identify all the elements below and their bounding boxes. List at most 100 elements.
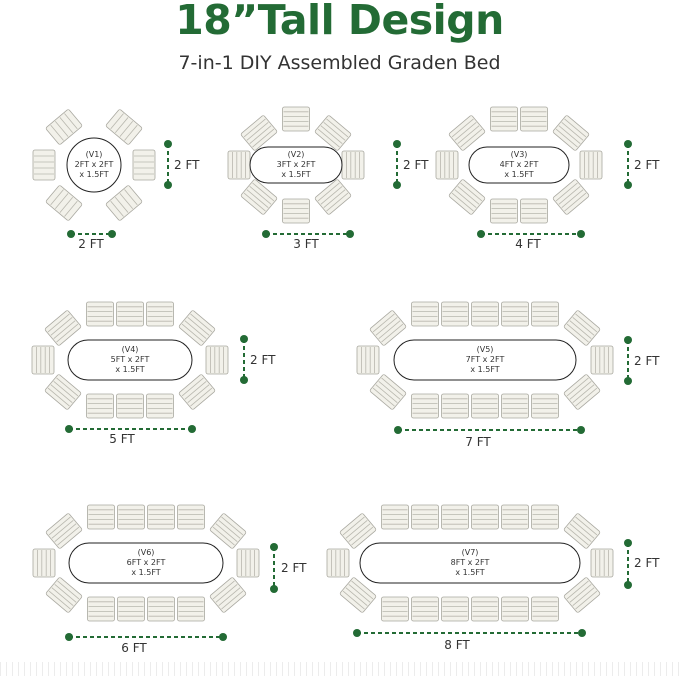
bed-panel	[146, 301, 174, 327]
panel-rib	[451, 192, 474, 212]
bed-label-line: 7FT x 2FT	[466, 355, 505, 364]
panel-rib	[215, 523, 238, 542]
panel-body	[45, 185, 83, 221]
panel-body	[236, 548, 260, 578]
bed-outline	[67, 339, 193, 381]
length-dimension-endpoint	[353, 629, 361, 637]
width-dimension-endpoint	[624, 581, 632, 589]
bed-panel	[177, 596, 205, 622]
panel-rib	[50, 384, 73, 403]
panel-body	[314, 179, 352, 215]
width-dimension-endpoint	[270, 543, 278, 551]
panel-body	[339, 577, 377, 613]
bed-panel	[531, 301, 559, 327]
panel-body	[563, 310, 601, 346]
width-dimension-label: 2 FT	[281, 561, 307, 575]
bed-panel	[116, 393, 144, 419]
bed-panel	[117, 596, 145, 622]
bed-panel	[381, 596, 409, 622]
bed-label-line: 2FT x 2FT	[75, 160, 114, 169]
panel-rib	[64, 200, 78, 217]
panel-rib	[351, 526, 374, 546]
panel-rib	[50, 124, 64, 141]
bed-panel	[411, 504, 439, 530]
panel-rib	[110, 200, 124, 217]
panel-rib	[566, 323, 589, 343]
bed-panel	[132, 149, 156, 181]
panel-rib	[184, 381, 207, 400]
panel-body	[178, 374, 216, 410]
bed-panel	[32, 548, 56, 578]
bed-panel	[117, 504, 145, 530]
bed-label-line: 6FT x 2FT	[127, 558, 166, 567]
panel-rib	[323, 122, 346, 141]
bed-panel	[236, 548, 260, 578]
width-dimension-label: 2 FT	[174, 158, 200, 172]
panel-body	[205, 345, 229, 375]
panel-rib	[454, 189, 477, 208]
bed-panel	[147, 596, 175, 622]
panel-body	[490, 106, 518, 132]
bed-panel	[441, 393, 469, 419]
bed-label-line: (V7)	[462, 548, 479, 557]
panel-rib	[317, 182, 340, 202]
length-dimension-endpoint	[577, 230, 585, 238]
panel-rib	[575, 387, 598, 407]
panel-body	[501, 596, 529, 622]
panel-body	[369, 310, 407, 346]
bed-panel	[205, 345, 229, 375]
bed-panel	[209, 513, 247, 549]
panel-body	[563, 577, 601, 613]
bed-panel	[147, 504, 175, 530]
panel-rib	[181, 377, 204, 397]
bed-panel	[501, 504, 529, 530]
panel-body	[448, 179, 486, 215]
panel-rib	[48, 516, 71, 536]
panel-rib	[320, 186, 343, 205]
bed-label-line: (V1)	[86, 150, 103, 159]
panel-rib	[342, 590, 365, 610]
width-dimension-endpoint	[240, 376, 248, 384]
panel-rib	[218, 587, 241, 606]
length-dimension-endpoint	[578, 629, 586, 637]
bed-panel	[32, 149, 56, 181]
bed-panel	[441, 596, 469, 622]
bed-panel	[552, 115, 590, 151]
length-dimension-endpoint	[346, 230, 354, 238]
bed-panel	[531, 504, 559, 530]
panel-body	[177, 504, 205, 530]
bed-panel	[44, 374, 82, 410]
panel-body	[563, 513, 601, 549]
bed-panel	[282, 106, 310, 132]
width-dimension-endpoint	[164, 140, 172, 148]
bed-panel	[105, 185, 143, 221]
bed-label-line: 4FT x 2FT	[500, 160, 539, 169]
bed-panel	[490, 198, 518, 224]
length-dimension-endpoint	[477, 230, 485, 238]
panel-body	[590, 548, 614, 578]
panel-rib	[184, 320, 207, 339]
panel-body	[471, 504, 499, 530]
length-dimension-endpoint	[262, 230, 270, 238]
panel-rib	[53, 381, 76, 400]
bed-panel	[178, 310, 216, 346]
panel-rib	[124, 124, 138, 141]
bed-outline	[468, 146, 570, 184]
bed-panel	[177, 504, 205, 530]
bed-panel	[411, 393, 439, 419]
bed-panel	[563, 374, 601, 410]
panel-rib	[212, 580, 235, 600]
panel-rib	[110, 113, 124, 130]
panel-rib	[57, 526, 80, 546]
panel-body	[32, 149, 56, 181]
panel-rib	[243, 192, 266, 212]
panel-body	[563, 374, 601, 410]
panel-body	[531, 301, 559, 327]
panel-body	[441, 301, 469, 327]
length-dimension-endpoint	[219, 633, 227, 641]
page-title: 18”Tall Design	[175, 0, 504, 44]
panel-body	[117, 596, 145, 622]
